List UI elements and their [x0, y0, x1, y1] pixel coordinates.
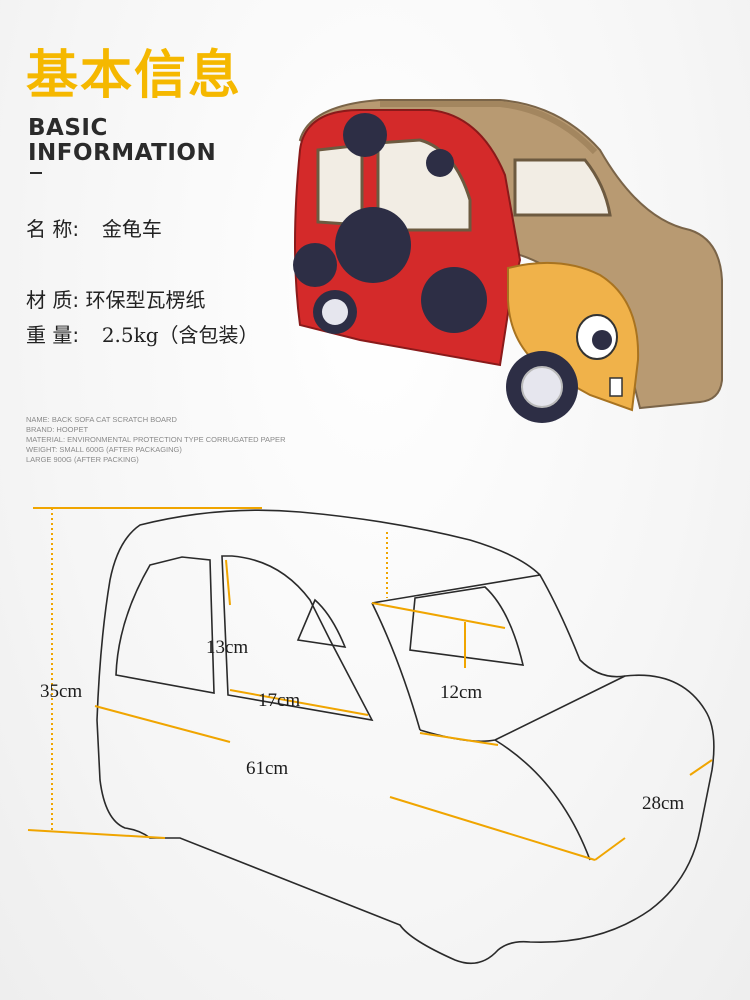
dim-label-length: 61cm — [246, 758, 289, 779]
weight-value: 2.5kg（含包装） — [101, 323, 259, 347]
car-silhouette — [96, 509, 715, 965]
rear-panel-line — [494, 739, 591, 861]
roof-edge — [380, 101, 598, 155]
spot — [335, 207, 411, 283]
dim-length-line-2 — [389, 796, 596, 861]
name-label: 名 称: — [26, 217, 80, 241]
material-value: 环保型瓦楞纸 — [85, 288, 206, 312]
info-weight-row: 重 量: 2.5kg（含包装） — [26, 319, 259, 348]
dim-window-top — [225, 559, 231, 606]
dim-rear-base — [419, 732, 499, 746]
spec-line: BRAND: HOOPET — [26, 425, 89, 434]
dim-width-base — [594, 837, 626, 861]
spec-line: WEIGHT: SMALL 600G (AFTER PACKAGING) — [26, 445, 182, 454]
weight-label: 重 量: — [26, 323, 80, 347]
wheel-hub — [521, 366, 563, 408]
spot — [421, 267, 487, 333]
dim-roof — [371, 602, 506, 629]
material-label: 材 质: — [26, 288, 80, 312]
yellow-face — [507, 261, 640, 412]
title-underline — [30, 172, 42, 174]
spot — [293, 243, 337, 287]
cardboard-car — [293, 99, 723, 423]
tooth — [609, 377, 623, 397]
english-specs: NAME: BACK SOFA CAT SCRATCH BOARD BRAND:… — [26, 415, 285, 465]
pupil — [592, 330, 612, 350]
dim-bottom-line — [27, 829, 166, 839]
dim-label-window-height: 13cm — [206, 637, 249, 658]
title-chinese: 基本信息 — [26, 46, 243, 106]
roof-line — [371, 574, 541, 604]
dim-length-line — [94, 705, 231, 743]
dimension-lines — [27, 507, 713, 861]
title-english: BASIC INFORMATION — [28, 116, 216, 166]
spot — [343, 113, 387, 157]
title-english-line2: INFORMATION — [28, 140, 217, 166]
spec-line: NAME: BACK SOFA CAT SCRATCH BOARD — [26, 415, 177, 424]
dim-window-width — [229, 689, 369, 716]
title-english-line1: BASIC — [28, 115, 108, 141]
dim-label-height: 35cm — [40, 681, 83, 702]
diagram-small-window — [296, 598, 347, 648]
diagram-middle-window — [221, 555, 374, 722]
diagram-front-window — [115, 556, 215, 694]
name-value: 金龟车 — [101, 217, 162, 241]
back-window — [513, 158, 612, 217]
car-outline-diagram — [96, 509, 715, 965]
spec-line: MATERIAL: ENVIRONMENTAL PROTECTION TYPE … — [26, 435, 286, 444]
diagram-back-window — [409, 586, 525, 666]
dim-label-width: 28cm — [642, 793, 685, 814]
pillar-line — [371, 602, 421, 731]
spec-line: LARGE 900G (AFTER PACKING) — [26, 455, 139, 464]
wheel-hub — [322, 299, 348, 325]
info-material-row: 材 质: 环保型瓦楞纸 — [26, 284, 205, 313]
dim-width-top — [689, 759, 713, 776]
dim-label-window-width: 17cm — [258, 690, 301, 711]
spot — [426, 149, 454, 177]
dim-label-rear-window: 12cm — [440, 682, 483, 703]
info-name-row: 名 称: 金龟车 — [26, 213, 162, 242]
